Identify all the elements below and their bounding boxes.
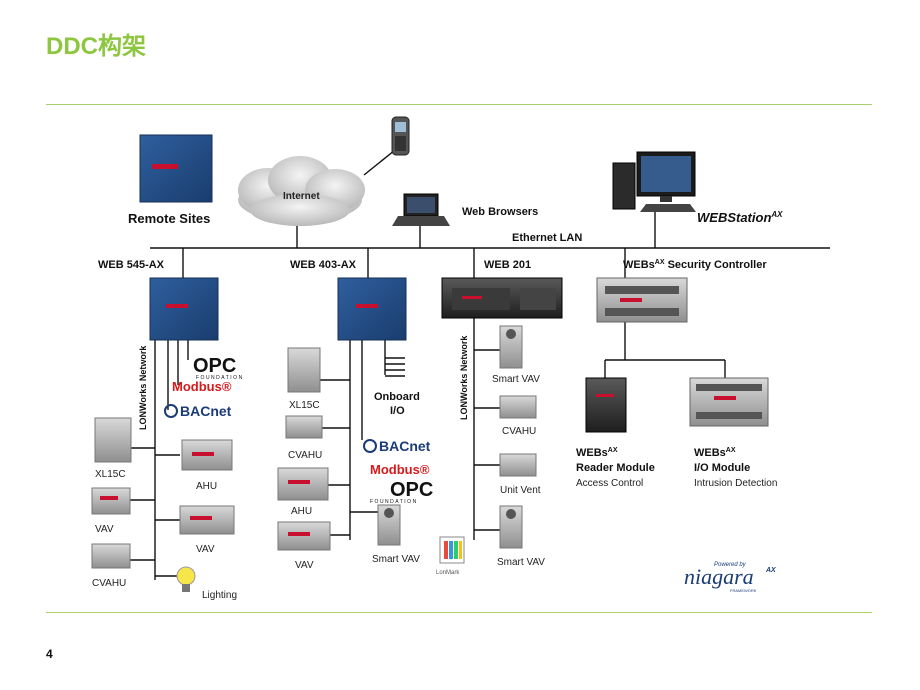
lighting-label: Lighting — [202, 590, 237, 601]
modbus-logo: Modbus® — [370, 462, 430, 477]
smart-vav-device — [499, 505, 523, 549]
ahu-device — [277, 467, 329, 501]
web201-label: WEB 201 — [484, 259, 531, 271]
xl15c-device — [287, 347, 321, 393]
ahu-label: AHU — [291, 506, 312, 517]
web545-controller — [149, 277, 219, 341]
svg-text:niagara: niagara — [684, 564, 754, 589]
onboard-io-label-1: Onboard — [374, 391, 420, 403]
reader-module-label: Reader Module — [576, 462, 655, 474]
bacnet-logo: BACnet — [164, 403, 232, 419]
svg-text:BACnet: BACnet — [379, 438, 431, 454]
niagara-logo: Powered by niagara AX FRAMEWORK — [684, 562, 777, 593]
cell-phone-icon — [391, 116, 410, 156]
web201-lonworks-label: LONWorks Network — [459, 335, 469, 420]
web-browsers-label: Web Browsers — [462, 206, 538, 218]
smart-vav-label: Smart VAV — [492, 374, 540, 385]
intrusion-detection-label: Intrusion Detection — [694, 478, 777, 489]
svg-text:AX: AX — [765, 567, 777, 574]
cvahu-label: CVAHU — [92, 578, 126, 589]
svg-text:BACnet: BACnet — [180, 403, 232, 419]
lonmark-logo — [439, 536, 465, 564]
svg-text:OPC: OPC — [390, 479, 433, 501]
web545-label: WEB 545-AX — [98, 259, 165, 271]
cvahu-device — [91, 543, 131, 569]
reader-module-device — [585, 377, 627, 433]
vav-device — [277, 521, 331, 551]
cvahu-device — [285, 415, 323, 439]
modbus-logo: Modbus® — [172, 379, 232, 394]
vav-label: VAV — [196, 544, 215, 555]
xl15c-device — [94, 417, 132, 463]
unit-vent-label: Unit Vent — [500, 485, 541, 496]
io-module-device — [689, 377, 769, 427]
slide-title: DDC构架 — [46, 33, 146, 60]
io-module-webs-label: WEBsAX — [694, 447, 736, 459]
xl15c-label: XL15C — [95, 469, 126, 480]
svg-text:FRAMEWORK: FRAMEWORK — [730, 588, 757, 593]
svg-text:OPC: OPC — [193, 355, 236, 377]
web201-controller — [441, 277, 563, 319]
unit-vent-device — [499, 453, 537, 477]
remote-sites-label: Remote Sites — [128, 211, 210, 226]
webs-security-controller-device — [596, 277, 688, 323]
light-bulb-icon — [176, 566, 196, 592]
laptop-icon — [392, 193, 450, 226]
web403-controller — [337, 277, 407, 341]
xl15c-label: XL15C — [289, 400, 320, 411]
access-control-label: Access Control — [576, 478, 643, 489]
opc-logo: OPC FOUNDATION — [370, 479, 433, 505]
svg-text:FOUNDATION: FOUNDATION — [370, 499, 418, 505]
web545-lonworks-label: LONWorks Network — [138, 345, 148, 430]
top-divider — [46, 104, 872, 105]
internet-label: Internet — [283, 191, 320, 202]
lonmark-label: LonMark — [436, 570, 460, 576]
svg-text:Powered by: Powered by — [714, 562, 747, 568]
bottom-divider — [46, 612, 872, 613]
smart-vav-device — [499, 325, 523, 369]
bacnet-logo: BACnet — [363, 438, 431, 454]
web403-label: WEB 403-AX — [290, 259, 357, 271]
network-lines — [130, 141, 830, 580]
onboard-io-label-2: I/O — [390, 405, 405, 417]
smart-vav-label: Smart VAV — [372, 554, 420, 565]
smart-vav-label: Smart VAV — [497, 557, 545, 568]
vav-device — [179, 505, 235, 535]
vav-label: VAV — [295, 560, 314, 571]
reader-module-webs-label: WEBsAX — [576, 447, 618, 459]
vav-label: VAV — [95, 524, 114, 535]
ahu-label: AHU — [196, 481, 217, 492]
cvahu-label: CVAHU — [502, 426, 536, 437]
ahu-device — [181, 439, 233, 471]
cvahu-device — [499, 395, 537, 419]
page-number: 4 — [46, 647, 53, 661]
remote-site-cabinet — [139, 134, 213, 203]
webstation-label: WEBStationAX — [697, 210, 783, 225]
io-module-label: I/O Module — [694, 462, 750, 474]
internet-cloud — [238, 156, 365, 226]
opc-logo: OPC FOUNDATION — [193, 355, 244, 381]
workstation-computer-icon — [612, 151, 696, 212]
webs-security-controller-label: WEBsAX Security Controller — [623, 259, 767, 271]
ethernet-lan-label: Ethernet LAN — [512, 232, 582, 244]
cvahu-label: CVAHU — [288, 450, 322, 461]
svg-text:FOUNDATION: FOUNDATION — [196, 375, 244, 381]
vav-device — [91, 487, 131, 515]
smart-vav-device — [377, 504, 401, 546]
